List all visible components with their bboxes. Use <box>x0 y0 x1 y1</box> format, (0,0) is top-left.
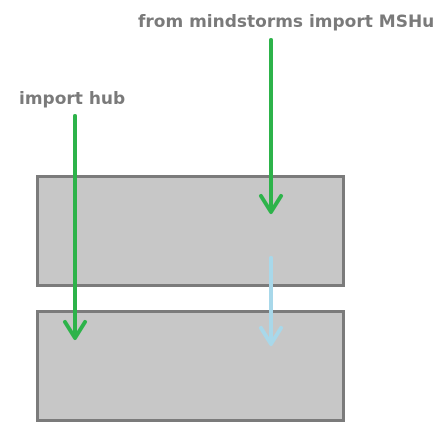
label-import-hub: import hub <box>19 89 126 109</box>
lower-block <box>36 310 345 422</box>
upper-block <box>36 175 345 287</box>
green-arrow-mindstorms <box>259 38 283 214</box>
label-mindstorms-import: from mindstorms import MSHub <box>138 12 433 32</box>
light-blue-arrow <box>259 256 283 346</box>
green-arrow-import-hub <box>63 114 87 340</box>
